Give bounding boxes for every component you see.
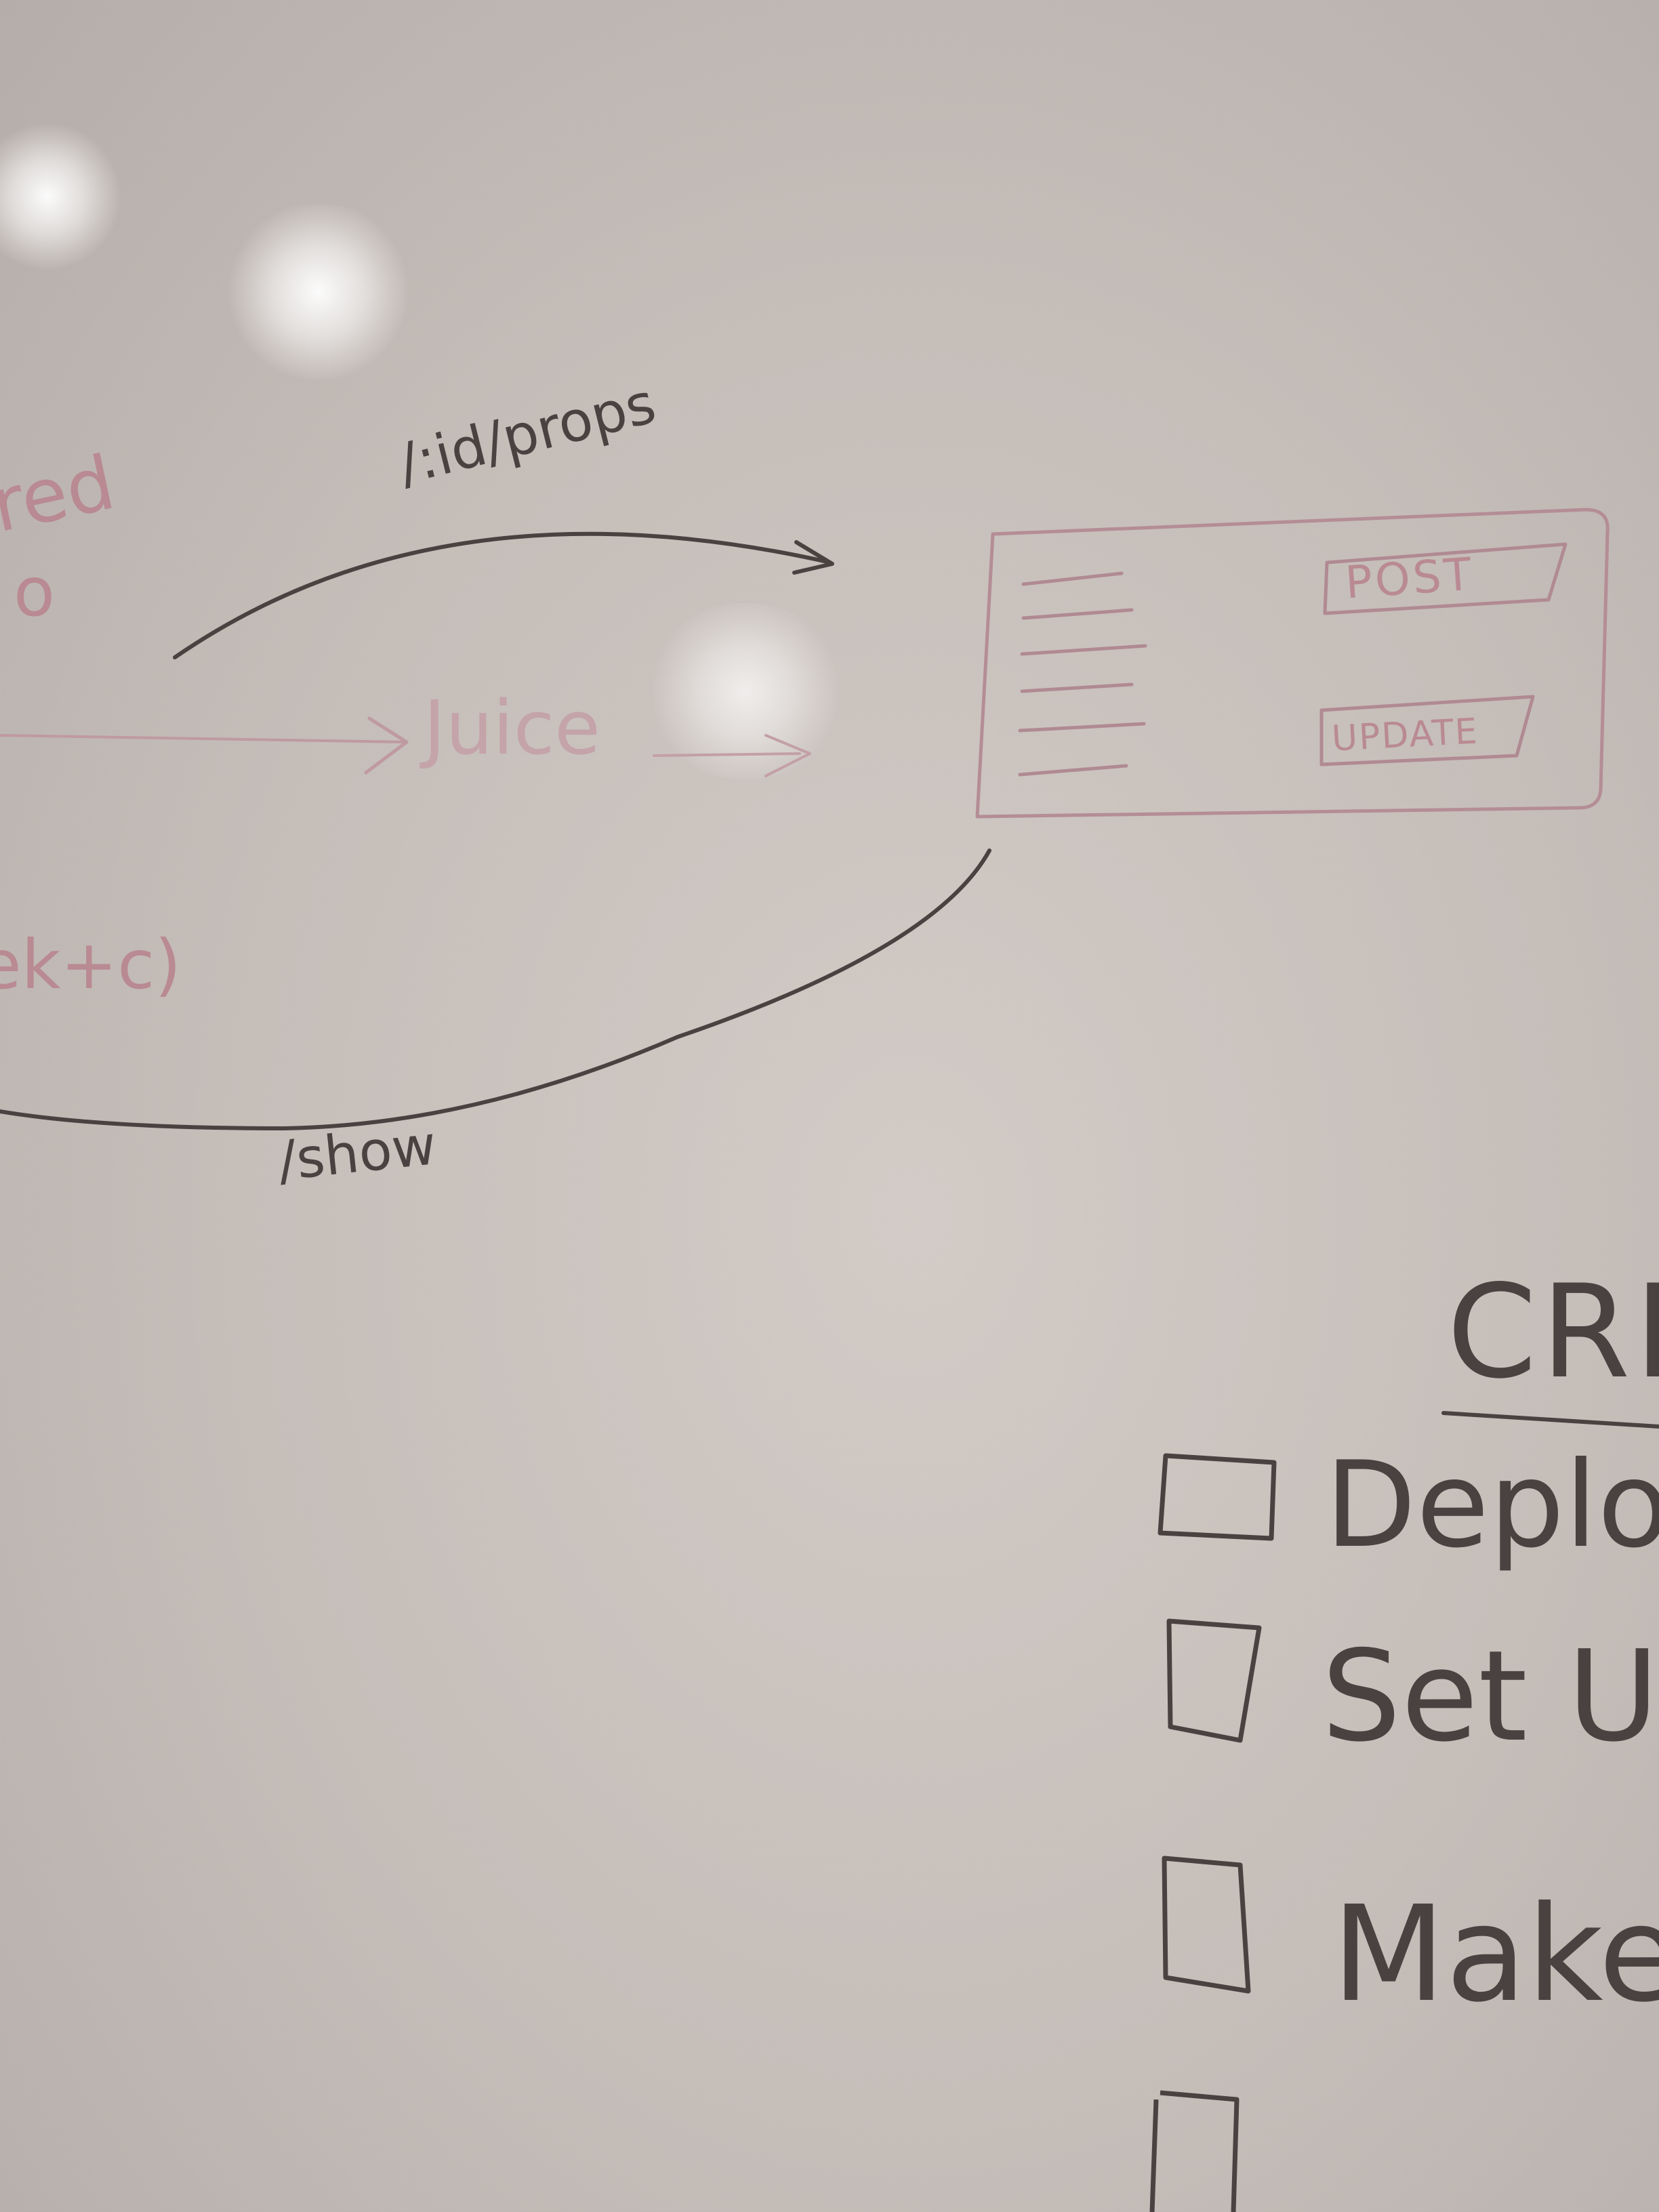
form-sketch-box xyxy=(975,508,1610,819)
top-arrow-head xyxy=(792,540,834,575)
light-glare-2 xyxy=(224,203,413,380)
checklist-item-1-text: Deplo xyxy=(1325,1437,1659,1574)
cut-text-ektc: ek+c) xyxy=(0,925,182,1004)
checkbox-1-icon xyxy=(1158,1453,1277,1541)
update-button-outline xyxy=(1319,695,1535,766)
top-arc-arrow xyxy=(173,531,832,659)
checkbox-3-icon xyxy=(1162,1856,1251,1994)
checklist-item-3-text: Make xyxy=(1332,1877,1659,2031)
bottom-arc xyxy=(0,848,991,1131)
heading-underline xyxy=(1441,1411,1659,1429)
light-glare-3 xyxy=(644,603,847,779)
light-glare-1 xyxy=(0,122,122,271)
checkbox-2-icon xyxy=(1166,1618,1262,1743)
juice-label: Juice xyxy=(424,684,600,771)
post-button-label: POST xyxy=(1343,548,1476,609)
juice-arrow-head xyxy=(764,734,811,777)
checklist-item-2-text: Set Up xyxy=(1322,1623,1659,1769)
form-field-lines xyxy=(1018,571,1147,777)
post-button-outline xyxy=(1323,542,1568,615)
cut-text-o: o xyxy=(14,552,56,632)
checklist-heading: CRE xyxy=(1447,1257,1659,1407)
juice-arrow-line xyxy=(653,752,801,757)
checkbox-4-icon xyxy=(1149,2090,1240,2212)
middle-arrow-head xyxy=(364,716,409,775)
update-button-label: UPDATE xyxy=(1330,711,1480,760)
middle-arrow-line xyxy=(0,734,408,743)
